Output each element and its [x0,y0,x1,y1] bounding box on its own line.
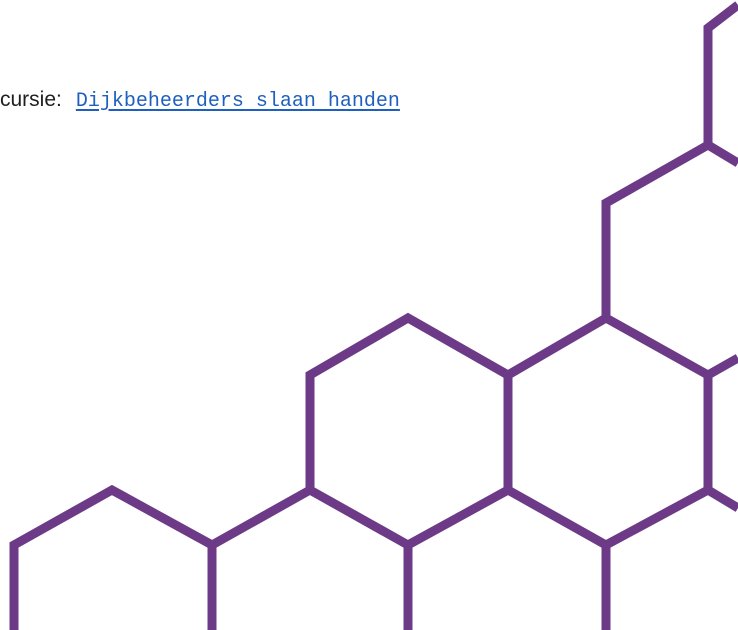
hexagon-segment [305,312,609,551]
hexagon-segment [601,141,738,381]
excursion-label: cursie: [0,88,62,111]
hexagon-segment [703,1,738,167]
excursion-line: cursie: Dijkbeheerders slaan handen [0,82,400,120]
hexagon-segment [705,486,738,512]
excursion-link[interactable]: Dijkbeheerders slaan handen [75,90,400,113]
hexagon-segment [505,486,711,551]
hexagon-segment [9,484,313,630]
